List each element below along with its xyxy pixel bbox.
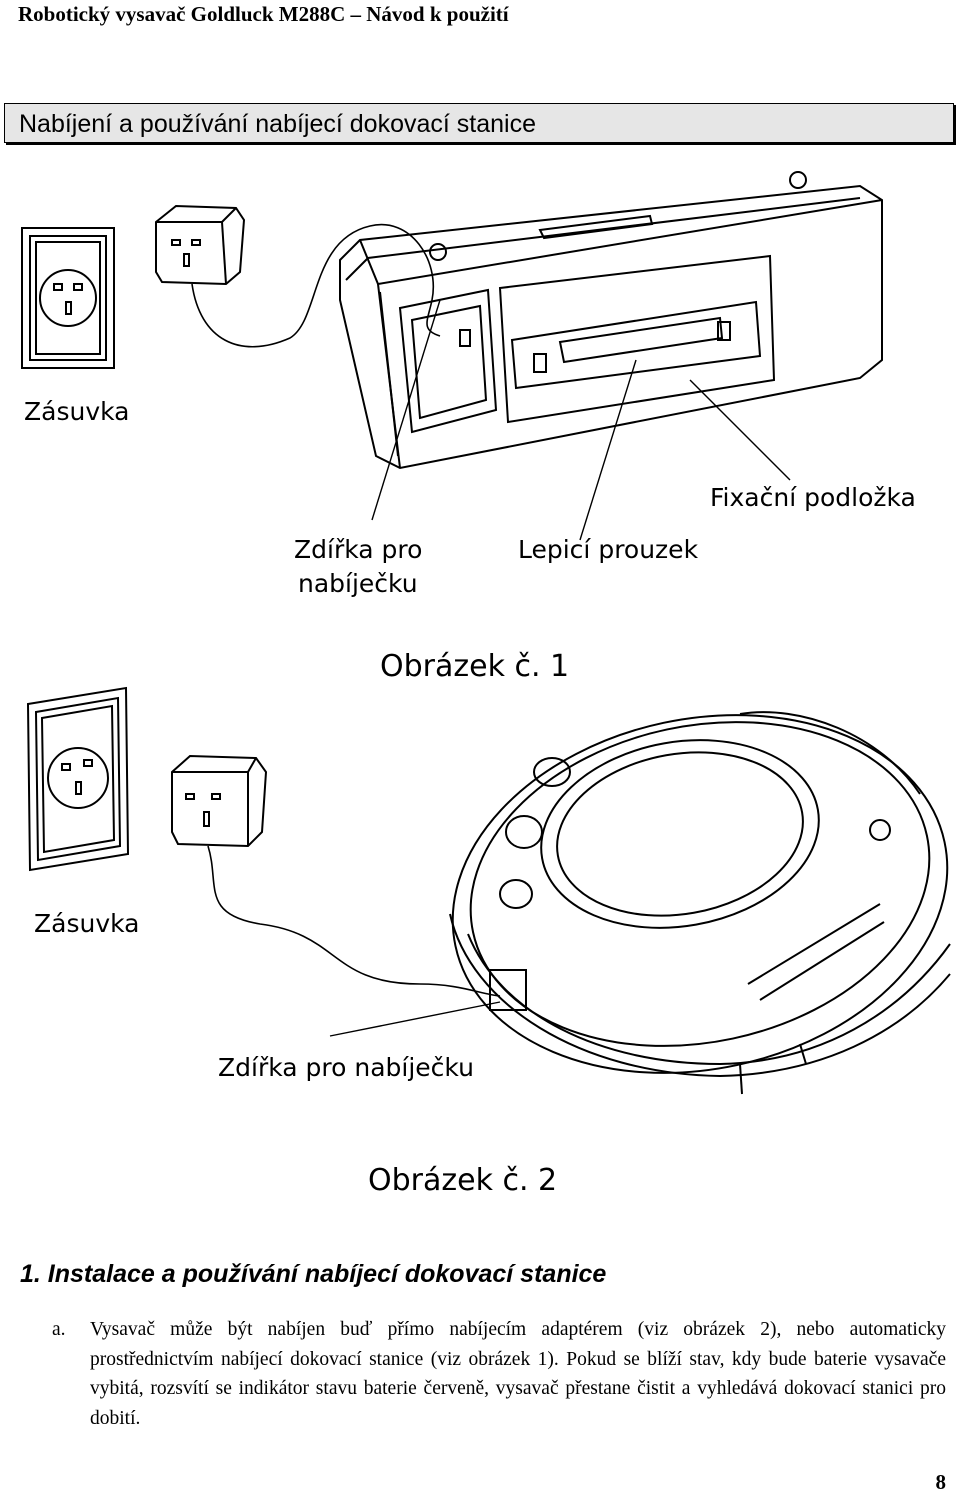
charger-cable <box>191 223 441 348</box>
figure1-strip-label: Lepicí prouzek <box>518 535 699 564</box>
page-number: 8 <box>935 1470 947 1494</box>
figure2-caption: Obrázek č. 2 <box>368 1163 557 1198</box>
charger-adapter-drawing <box>155 204 246 286</box>
section-title-bar: Nabíjení a používání nabíjecí dokovací s… <box>4 103 954 143</box>
charger-cable-2 <box>207 845 501 997</box>
figure2-port-label: Zdířka pro nabíječku <box>218 1053 474 1082</box>
figure1-socket-label: Zásuvka <box>24 397 129 426</box>
document-header: Robotický vysavač Goldluck M288C – Návod… <box>18 2 509 26</box>
subsection-title: 1. Instalace a používání nabíjecí dokova… <box>20 1260 607 1288</box>
figure1-pad-label: Fixační podložka <box>710 483 916 512</box>
figure2-socket-label: Zásuvka <box>34 909 139 938</box>
figure-2-illustration: Zásuvka Zdířka pro nabíječku Obrázek č. … <box>26 686 951 1198</box>
docking-station-drawing <box>339 171 883 470</box>
charger-adapter-drawing-2 <box>171 754 268 848</box>
robot-vacuum-drawing <box>449 711 951 1095</box>
wall-socket-drawing <box>21 227 115 369</box>
wall-socket-drawing-2 <box>26 686 130 872</box>
instruction-paragraph: Vysavač může být nabíjen buď přímo nabíj… <box>90 1319 946 1429</box>
figure1-port-label-line1: Zdířka pro <box>294 535 422 564</box>
figure1-port-label-line2: nabíječku <box>298 569 418 598</box>
figure1-caption: Obrázek č. 1 <box>380 649 569 684</box>
section-title: Nabíjení a používání nabíjecí dokovací s… <box>19 110 536 138</box>
paragraph-marker: a. <box>52 1319 66 1340</box>
figure-1-illustration: Zásuvka Fixační podložka Zdířka pro nabí… <box>21 171 916 684</box>
